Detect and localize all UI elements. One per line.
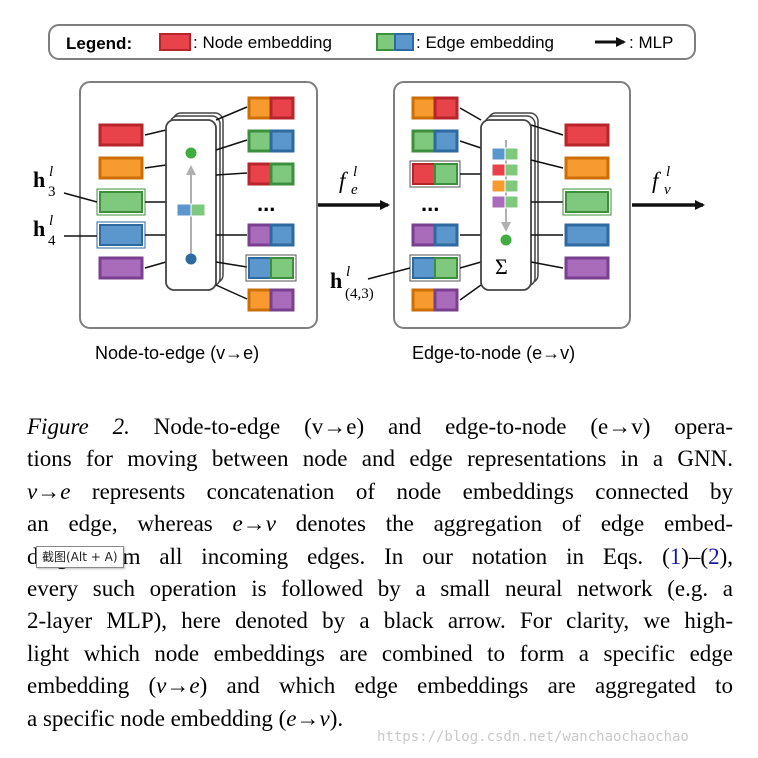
out-node-green	[565, 191, 609, 213]
node-to-mlp-lines	[144, 129, 167, 269]
out-node-red	[564, 123, 610, 147]
out-node-blue	[564, 223, 610, 247]
svg-text:f: f	[339, 168, 349, 193]
legend-title: Legend:	[66, 34, 132, 53]
svg-text:l: l	[666, 164, 670, 180]
figure-diagram: Legend: : Node embedding : Edge embeddin…	[33, 24, 705, 363]
figure-caption: Figure 2. Node-to-edge (v→e) and edge-to…	[27, 411, 733, 735]
svg-text:l: l	[49, 164, 53, 180]
legend: Legend: : Node embedding : Edge embeddin…	[48, 24, 696, 60]
legend-node-swatch	[159, 33, 191, 51]
caption-line-7: 2-layer MLP), here denoted by a black ar…	[27, 608, 733, 634]
fe-label: f l e	[339, 164, 358, 198]
sum-symbol: Σ	[495, 254, 508, 279]
svg-text:h: h	[33, 167, 45, 192]
stacked-aggregation-block: Σ	[480, 112, 539, 291]
green-node-dot	[185, 147, 197, 159]
watermark-url: https://blog.csdn.net/wanchaochaochao	[377, 729, 689, 745]
caption-line-5: dings from all incoming edges. In our no…	[27, 543, 733, 569]
node-embedding-green	[99, 191, 143, 213]
svg-text:h: h	[33, 216, 45, 241]
caption-line-9: embedding (v→e) and which edge embedding…	[27, 673, 733, 699]
node-embedding-red	[98, 123, 144, 147]
node-embedding-purple	[98, 256, 144, 280]
edge-embeddings-right	[409, 96, 461, 312]
mlp-to-edge-lines	[215, 106, 248, 300]
fv-label: f l v	[652, 164, 671, 198]
legend-node-label: : Node embedding	[193, 33, 332, 52]
out-node-green-highlight	[562, 188, 612, 216]
right-panel-caption: Edge-to-node (e→v)	[412, 343, 575, 363]
caption-line-8: light which node embeddings are combined…	[27, 640, 733, 666]
svg-text:(4,3): (4,3)	[345, 286, 374, 302]
legend-edge-swatch-right	[394, 33, 414, 51]
caption-line-1: Figure 2. Node-to-edge (v→e) and edge-to…	[27, 414, 733, 439]
blue-node-dot	[185, 253, 197, 265]
node-embedding-blue	[99, 224, 143, 246]
svg-text:l: l	[346, 264, 350, 280]
legend-edge-swatch-left	[376, 33, 396, 51]
svg-text:3: 3	[48, 184, 56, 200]
h43-label: h l (4,3)	[330, 264, 374, 302]
svg-text:f: f	[652, 168, 662, 193]
svg-text:l: l	[49, 213, 53, 229]
svg-text:v: v	[664, 182, 671, 198]
legend-edge-label: : Edge embedding	[416, 33, 554, 52]
svg-text:e: e	[351, 182, 358, 198]
eq-ref-1[interactable]: 1	[669, 543, 682, 569]
svg-text:h: h	[330, 268, 342, 293]
edge-to-agg-lines	[459, 107, 482, 301]
edge-embeddings-left	[245, 96, 297, 312]
caption-line-10: a specific node embedding (e→v).	[27, 705, 344, 731]
stacked-mlp-block	[165, 112, 224, 291]
caption-line-3: v→e represents concatenation of node emb…	[27, 478, 733, 504]
aggregated-node-dot	[500, 234, 512, 246]
node-embedding-orange	[98, 156, 144, 180]
out-node-orange	[564, 156, 610, 180]
node-to-edge-panel: ...	[79, 81, 318, 329]
h3-label: h l 3	[33, 164, 56, 200]
svg-text:4: 4	[48, 233, 56, 249]
caption-line-6: every such operation is followed by a sm…	[27, 575, 733, 601]
ellipsis-right: ...	[421, 191, 439, 216]
caption-line-4: an edge, whereas e→v denotes the aggrega…	[27, 511, 733, 537]
legend-mlp-label: : MLP	[629, 33, 673, 52]
h4-label: h l 4	[33, 213, 56, 249]
svg-text:l: l	[353, 164, 357, 180]
edge-to-node-panel: ... Σ	[393, 81, 631, 329]
caption-line-2: tions for moving between node and edge r…	[27, 446, 733, 472]
agg-to-node-lines	[530, 124, 564, 269]
eq-ref-2[interactable]: 2	[708, 543, 720, 569]
screenshot-tooltip: 截图(Alt + A)	[36, 546, 124, 568]
left-panel-caption: Node-to-edge (v→e)	[95, 343, 259, 363]
ellipsis-left: ...	[257, 191, 275, 216]
out-node-purple	[564, 256, 610, 280]
